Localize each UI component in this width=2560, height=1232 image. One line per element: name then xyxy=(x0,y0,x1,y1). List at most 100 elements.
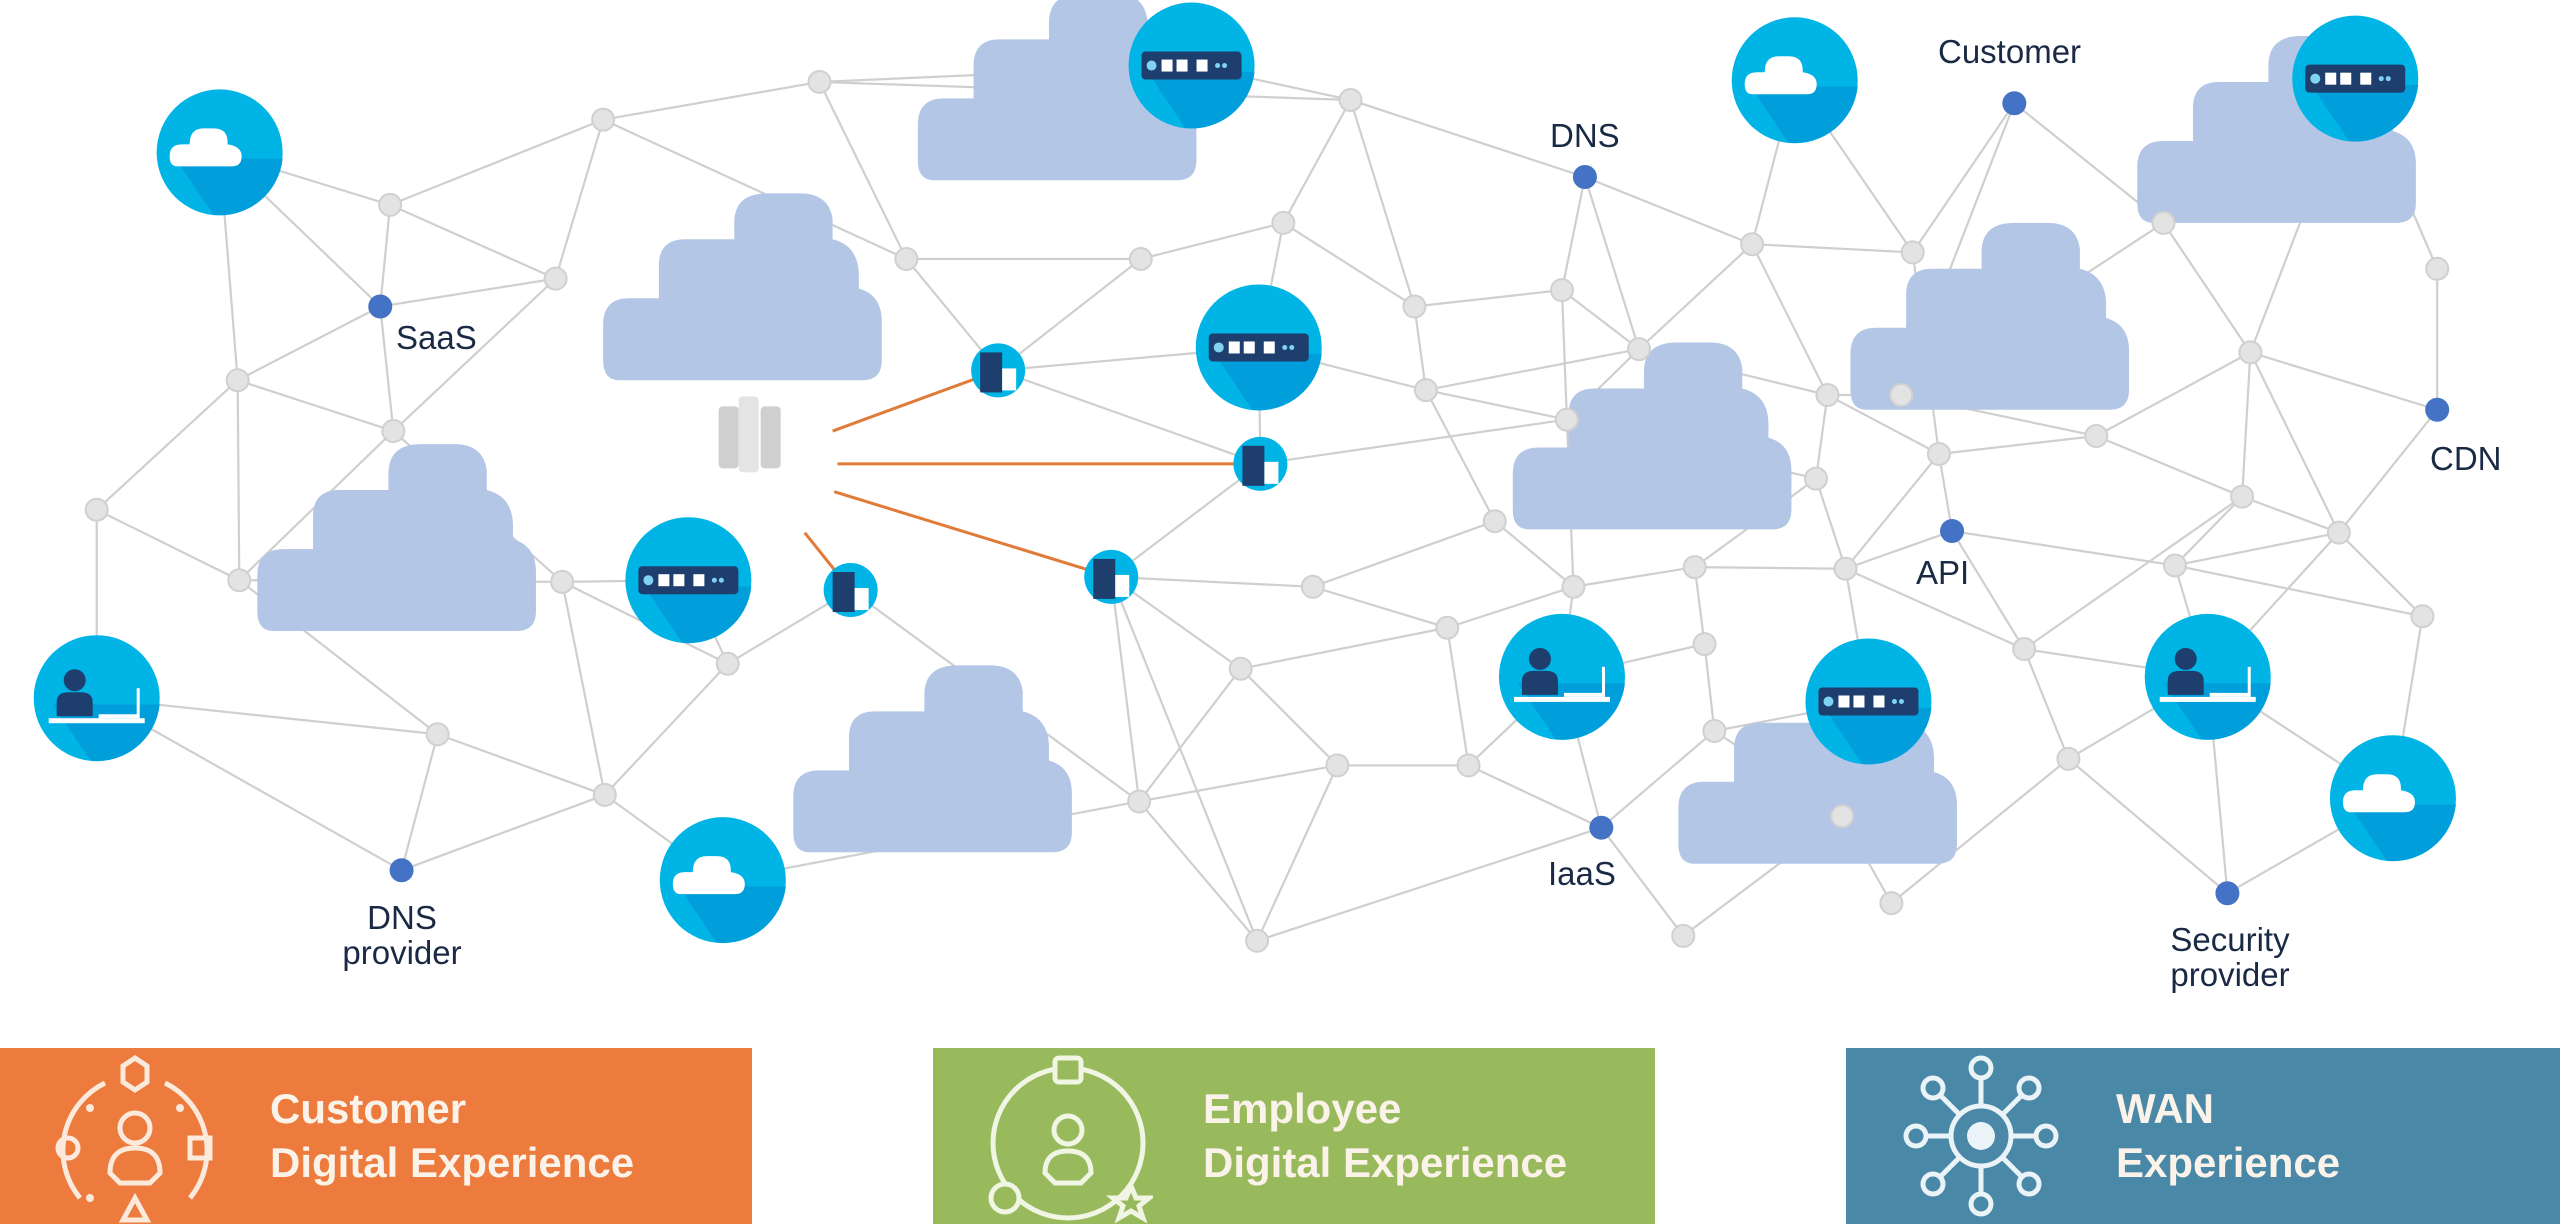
network-edge xyxy=(380,277,556,308)
router-led xyxy=(1823,696,1834,707)
router-port xyxy=(693,574,705,587)
network-node xyxy=(2012,637,2037,662)
highlight-link xyxy=(832,369,999,433)
network-node xyxy=(1338,87,1363,112)
user-head xyxy=(1528,647,1551,670)
network-edge xyxy=(1573,566,1695,588)
network-edge xyxy=(1312,520,1496,588)
network-edge xyxy=(400,733,439,871)
network-edge xyxy=(2337,409,2439,534)
network-edge xyxy=(379,204,392,307)
server-rack-icon xyxy=(718,396,781,473)
labeled-node-dns xyxy=(1572,165,1597,190)
network-node xyxy=(1692,632,1717,657)
label-security-provider-line1: Security xyxy=(2170,921,2290,958)
building-tall xyxy=(1242,445,1265,486)
icon-shade xyxy=(678,886,786,943)
network-node xyxy=(378,192,403,217)
network-edge xyxy=(1424,389,1496,522)
network-edge xyxy=(1938,434,2097,456)
router-port xyxy=(2325,72,2337,85)
icon-shade xyxy=(1824,707,1932,765)
highlight-link xyxy=(833,490,1112,579)
user-laptop-icon xyxy=(2144,613,2271,740)
router-led xyxy=(1213,342,1224,353)
network-node xyxy=(1271,210,1296,235)
network-edge xyxy=(1583,176,1641,350)
network-node xyxy=(1682,555,1707,580)
network-edge xyxy=(2095,351,2251,437)
network-icons xyxy=(33,2,2456,944)
network-edge xyxy=(2162,222,2252,353)
network-node xyxy=(1456,753,1481,778)
router-body xyxy=(638,566,739,595)
network-edge xyxy=(1138,800,1258,942)
network-node xyxy=(1561,574,1586,599)
network-edge xyxy=(1111,575,1313,588)
router-body xyxy=(1818,687,1919,716)
labeled-node-iaas xyxy=(1589,815,1614,840)
network-node xyxy=(1879,891,1904,916)
network-edge xyxy=(96,508,240,582)
user-body xyxy=(2167,670,2204,695)
banner-line1: Employee xyxy=(1203,1085,1402,1132)
wan-experience-banner[interactable]: WAN Experience xyxy=(1846,1048,2560,1224)
network-node xyxy=(1549,278,1574,303)
network-node xyxy=(2056,746,2081,771)
network-node xyxy=(2084,423,2109,448)
network-node xyxy=(715,651,740,676)
router-icon xyxy=(1195,284,1322,411)
building-small xyxy=(1115,574,1130,597)
network-edge xyxy=(2095,434,2243,498)
network-edge xyxy=(554,119,605,279)
icon-shade xyxy=(2348,804,2456,861)
router-port xyxy=(2360,72,2372,85)
network-node xyxy=(1127,789,1152,814)
router-port xyxy=(1243,341,1255,354)
network-edge xyxy=(1814,394,1829,479)
network-node xyxy=(84,497,109,522)
banner-line2: Experience xyxy=(2116,1139,2341,1186)
network-edge xyxy=(1239,667,1339,767)
network-edge xyxy=(1256,826,1602,942)
router-port xyxy=(673,574,685,587)
rack-unit xyxy=(718,406,739,469)
router-icon xyxy=(2292,15,2419,142)
network-edge xyxy=(561,581,606,796)
network-edge xyxy=(1751,243,1829,396)
network-node xyxy=(381,419,406,444)
building-tall xyxy=(980,352,1003,393)
router-port xyxy=(1228,341,1240,354)
network-edge xyxy=(1890,758,2070,904)
network-node xyxy=(425,722,450,747)
network-edge xyxy=(1844,453,1940,570)
network-node xyxy=(1740,232,1765,257)
user-body xyxy=(56,692,93,717)
banner-line1: WAN xyxy=(2116,1085,2214,1132)
network-edge xyxy=(1814,478,1847,570)
network-edge xyxy=(1312,585,1448,629)
router-port xyxy=(658,574,670,587)
building-icon xyxy=(823,563,878,618)
icon-shade xyxy=(2311,84,2419,142)
network-edge xyxy=(1845,529,1953,570)
network-node xyxy=(1300,574,1325,599)
network-edge xyxy=(997,369,1261,465)
cloud-shape xyxy=(257,444,536,632)
router-led xyxy=(711,577,717,583)
network-edge xyxy=(1240,626,1448,670)
router-led xyxy=(1215,63,1221,69)
network-edge xyxy=(602,80,820,121)
network-node xyxy=(1671,923,1696,948)
cloud-shape xyxy=(917,0,1197,181)
network-edge xyxy=(401,793,606,872)
building-small xyxy=(854,588,869,611)
icon-shade xyxy=(175,158,283,216)
network-node xyxy=(225,368,250,393)
network-edge xyxy=(2067,758,2229,895)
labeled-node-cust xyxy=(2002,91,2027,116)
label-dns-provider-line1: DNS xyxy=(367,899,437,936)
router-icon xyxy=(1128,2,1255,129)
